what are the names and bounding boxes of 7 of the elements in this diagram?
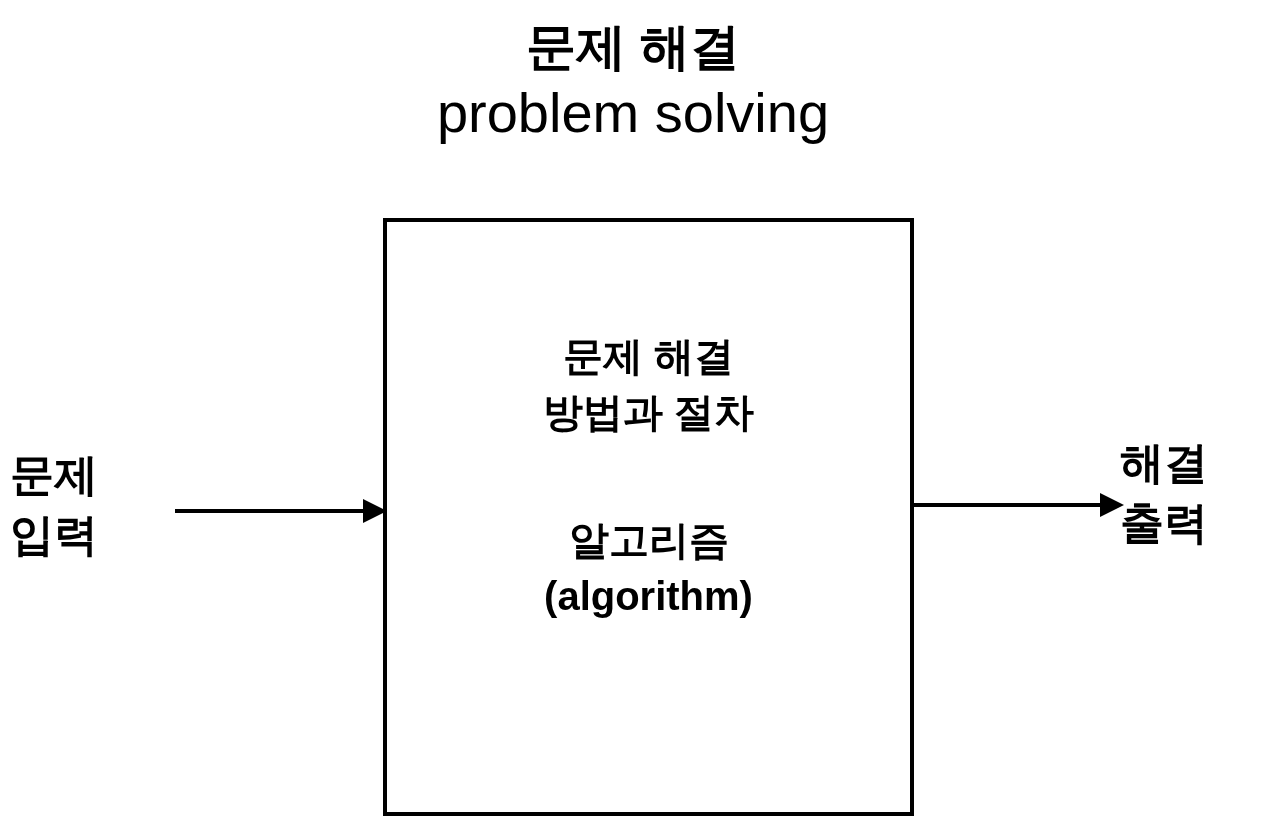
title: 문제 해결 problem solving bbox=[435, 18, 831, 146]
process-box bbox=[383, 218, 914, 816]
flow-label: 문제 입력 bbox=[10, 449, 99, 561]
box-text: 문제 해결 방법과 절차 bbox=[541, 333, 756, 436]
flow-label: 해결 출력 bbox=[1120, 437, 1209, 549]
box-text: 알고리즘 (algorithm) bbox=[543, 517, 754, 620]
arrow bbox=[914, 493, 1124, 517]
